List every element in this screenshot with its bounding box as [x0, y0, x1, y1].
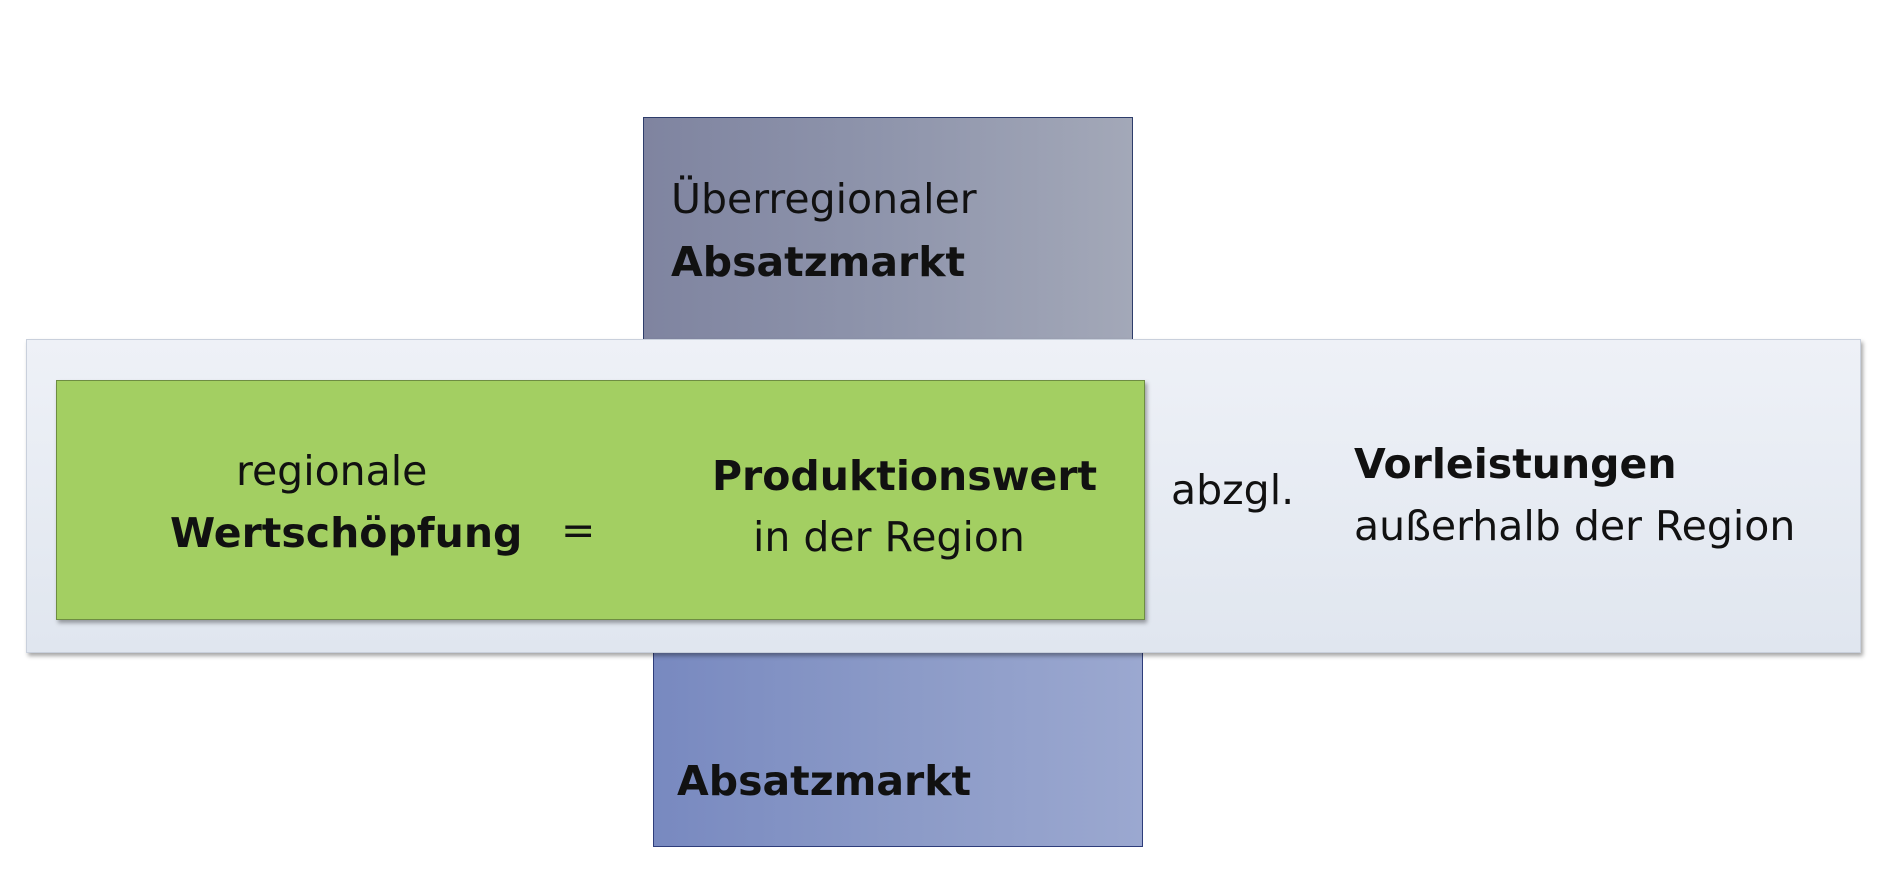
intermediate-inputs-label: Vorleistungen	[1354, 440, 1677, 488]
regional-label: regionale	[236, 447, 428, 495]
equals-sign: =	[561, 506, 596, 554]
supraregional-label: Überregionaler	[671, 175, 977, 223]
in-region-label: in der Region	[753, 513, 1025, 561]
supraregional-market-label: Absatzmarkt	[671, 238, 966, 286]
production-value-label: Produktionswert	[712, 452, 1098, 500]
value-added-label: Wertschöpfung	[170, 509, 523, 557]
minus-operator-label: abzgl.	[1171, 466, 1295, 514]
market-label: Absatzmarkt	[677, 757, 972, 805]
outside-region-label: außerhalb der Region	[1354, 502, 1796, 550]
supraregional-market-box	[643, 117, 1133, 342]
value-added-formula-box	[56, 380, 1145, 620]
